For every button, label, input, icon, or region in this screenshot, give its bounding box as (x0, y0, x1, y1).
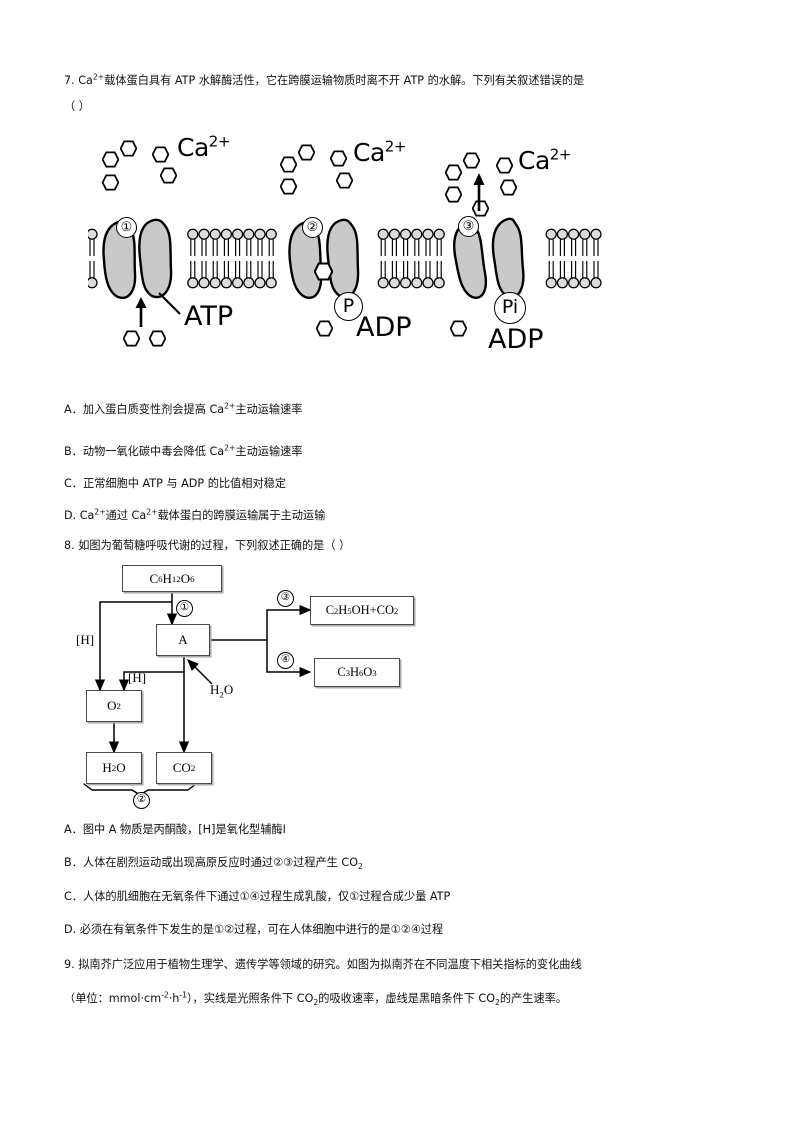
ca-hexagon-exiting (472, 200, 489, 217)
option-marker: D. (64, 923, 77, 936)
flow-label-water-in: H2O (210, 682, 234, 700)
option-marker: B． (64, 856, 83, 869)
atp-pointer-line (158, 292, 181, 315)
ca-hexagon (496, 157, 513, 174)
ca-hexagon (280, 156, 297, 173)
flow-step-1: ① (176, 600, 193, 617)
question-7-option-a: A．加入蛋白质变性剂会提高 Ca2+主动运输速率 (64, 401, 303, 416)
question-7-option-d: D. Ca2+通过 Ca2+载体蛋白的跨膜运输属于主动运输 (64, 507, 326, 522)
ca-ion-label-1: Ca2+ (177, 132, 230, 162)
option-marker: A． (64, 403, 83, 416)
transporter-protein-2 (288, 218, 360, 300)
question-8-option-b: B．人体在剧烈运动或出现高原反应时通过②③过程产生 CO2 (64, 856, 363, 872)
question-7-option-b: B．动物一氧化碳中毒会降低 Ca2+主动运输速率 (64, 443, 303, 458)
flowchart-connectors (83, 592, 312, 796)
phosphate-label-pi: Pi (494, 292, 526, 324)
transporter-protein-1 (102, 218, 173, 300)
question-9-stem-line2: （单位：mmol·cm-2·h-1），实线是光照条件下 CO2的吸收速率，虚线是… (64, 990, 568, 1008)
ion-influx-arrow-1 (135, 297, 147, 327)
ca-hexagon (445, 186, 462, 203)
ca-hexagon (500, 179, 517, 196)
ca-hexagon (463, 152, 480, 169)
transporter-label-1: ① (116, 217, 137, 238)
flow-step-2: ② (133, 792, 150, 809)
ca-hexagon (280, 178, 297, 195)
flow-box-substance-a: A (156, 624, 210, 656)
question-7-stem-line1: 7. Ca2+载体蛋白具有 ATP 水解酶活性，它在跨膜运输物质时离不开 ATP… (64, 72, 585, 87)
transporter-label-3: ③ (458, 216, 479, 237)
flow-step-4: ④ (277, 652, 294, 669)
ca-hexagon (336, 172, 353, 189)
ca-hexagon-in-channel (314, 262, 333, 281)
question-7-number: 7. (64, 74, 75, 87)
ca-ion-label-2: Ca2+ (353, 137, 406, 167)
question-9-stem-line1: 9. 拟南芥广泛应用于植物生理学、遗传学等领域的研究。如图为拟南芥在不同温度下相… (64, 958, 582, 971)
ca-hexagon (160, 167, 177, 184)
ca-hexagon (123, 330, 140, 347)
flow-label-h-left: [H] (76, 632, 95, 647)
transporter-label-2: ② (302, 217, 323, 238)
ca-ion-label-3: Ca2+ (518, 145, 571, 175)
membrane-transport-diagram: Ca2+ Ca2+ Ca2+ (88, 124, 608, 369)
question-8-option-d: D. 必须在有氧条件下发生的是①②过程，可在人体细胞中进行的是①②④过程 (64, 923, 444, 936)
ca-hexagon (316, 320, 333, 337)
question-9-number: 9. (64, 958, 75, 971)
ca-hexagon (102, 151, 119, 168)
ion-efflux-arrow-3 (473, 173, 485, 211)
atp-label: ATP (184, 301, 234, 332)
ca-hexagon (450, 320, 467, 337)
question-8-option-c: C．人体的肌细胞在无氧条件下通过①④过程生成乳酸，仅①过程合成少量 ATP (64, 890, 451, 903)
ca-hexagon (298, 144, 315, 161)
option-marker: C． (64, 477, 83, 490)
question-8-number: 8. (64, 539, 75, 552)
question-8-option-a: A．图中 A 物质是丙酮酸，[H]是氧化型辅酶Ⅰ (64, 823, 286, 836)
flow-step-3: ③ (277, 590, 294, 607)
phosphate-label-p: P (334, 292, 363, 321)
adp-label-1: ADP (356, 312, 412, 343)
option-marker: D. (64, 509, 77, 522)
ca-hexagon (330, 150, 347, 167)
option-marker: A． (64, 823, 83, 836)
adp-label-2: ADP (488, 324, 544, 355)
flow-label-h-mid: [H] (128, 670, 147, 685)
ca-hexagon (152, 146, 169, 163)
question-7-option-c: C．正常细胞中 ATP 与 ADP 的比值相对稳定 (64, 477, 287, 490)
transporter-protein-3 (453, 217, 525, 299)
ca-hexagon (445, 164, 462, 181)
question-8-stem: 8. 如图为葡萄糖呼吸代谢的过程，下列叙述正确的是（ ） (64, 539, 351, 552)
ca-hexagon (120, 140, 137, 157)
ca-hexagon (149, 330, 166, 347)
question-7-stem-line2: （ ） (64, 100, 90, 113)
option-marker: B． (64, 445, 83, 458)
ca-hexagon (102, 174, 119, 191)
option-marker: C． (64, 890, 83, 903)
